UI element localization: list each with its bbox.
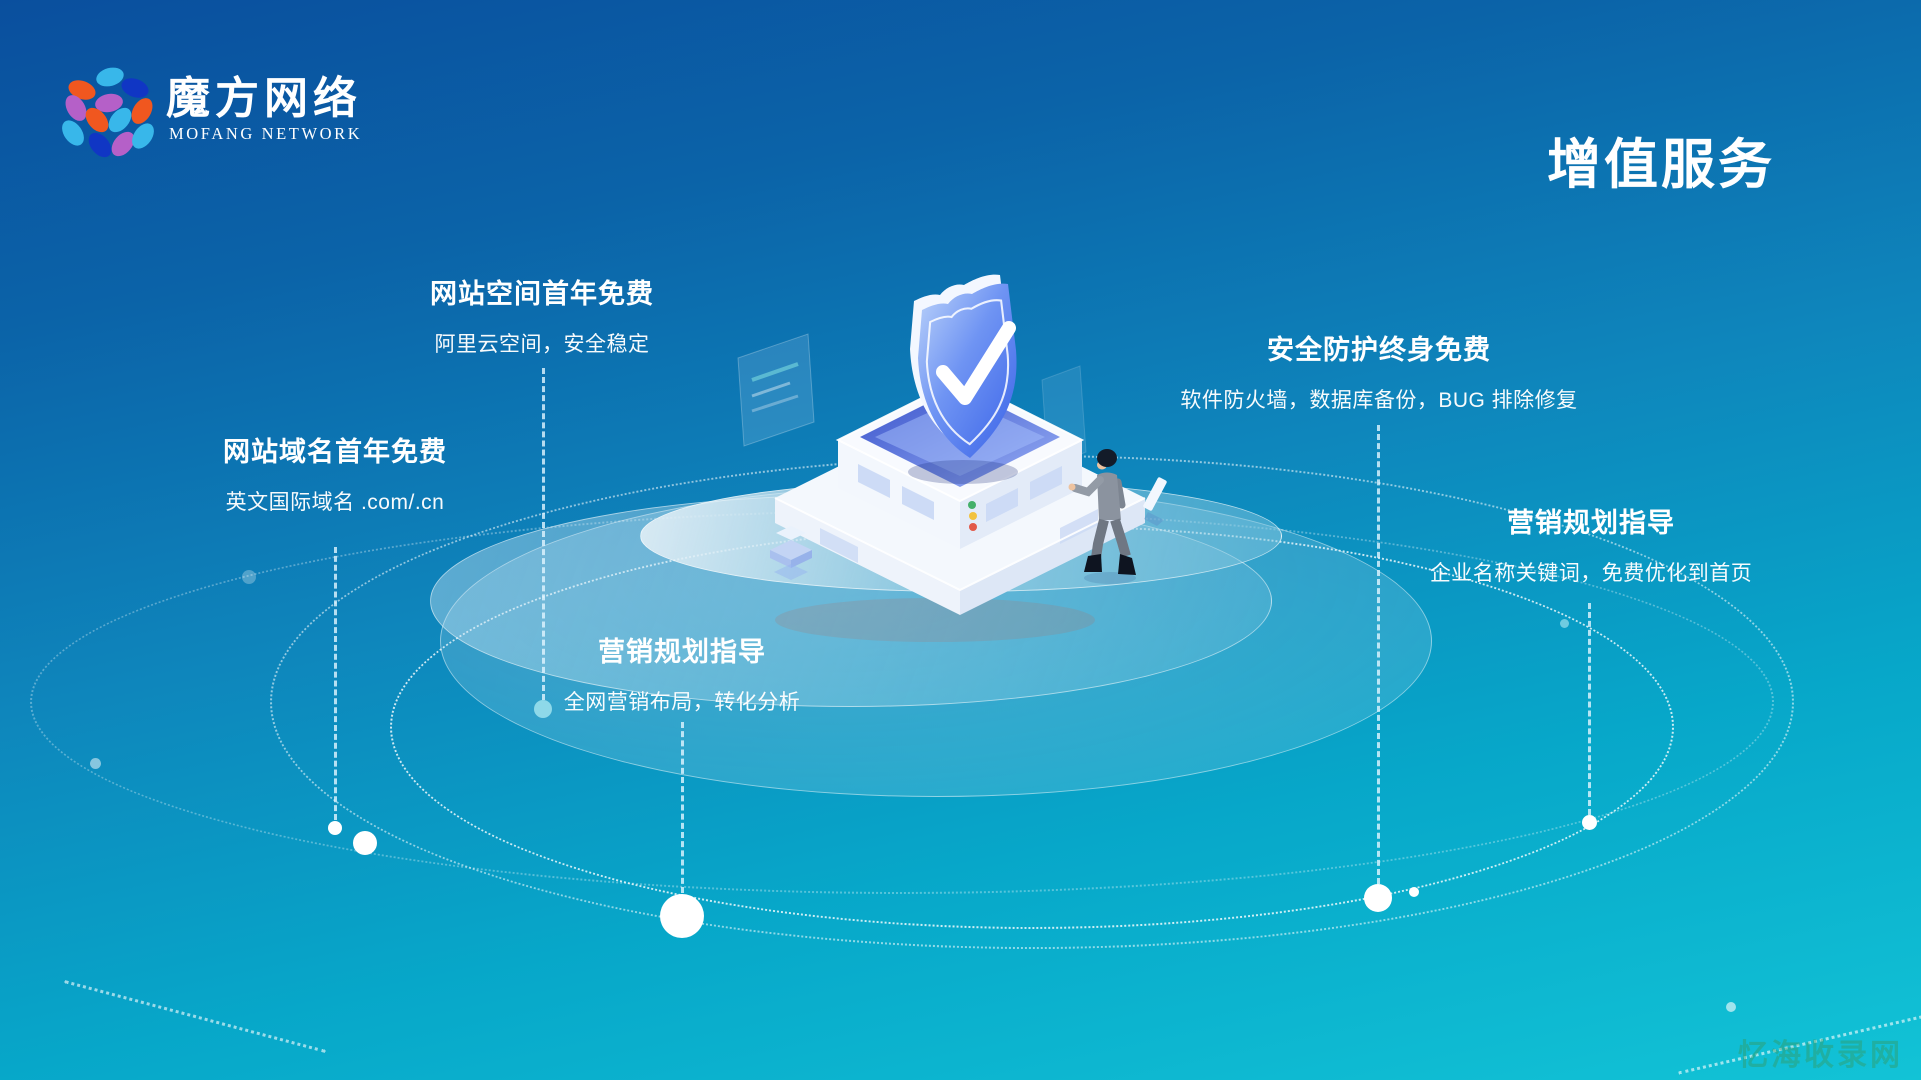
mofang-logo-icon xyxy=(57,56,159,162)
orbit-dot-faint xyxy=(242,570,256,584)
callout-hosting-title: 网站空间首年免费 xyxy=(430,279,654,309)
callout-security: 安全防护终身免费 软件防火墙，数据库备份，BUG 排除修复 xyxy=(1079,328,1679,414)
callout-marketing-bottom-desc: 全网营销布局，转化分析 xyxy=(563,691,801,714)
checkmark-icon xyxy=(936,321,1016,405)
callout-marketing-right: 营销规划指导 企业名称关键词，免费优化到首页 xyxy=(1291,501,1891,587)
small-cube-stack xyxy=(770,526,812,580)
callout-domain-title: 网站域名首年免费 xyxy=(223,437,447,467)
orbit-dot-medium xyxy=(353,831,377,855)
connector-security xyxy=(1377,425,1380,884)
orbit-dot-marketing xyxy=(1582,815,1597,830)
callout-hosting-desc: 阿里云空间，安全稳定 xyxy=(434,333,650,356)
orbit-dot-large-right xyxy=(1364,884,1392,912)
callout-domain-desc: 英文国际域名 .com/.cn xyxy=(225,491,445,514)
orbit-dot-small xyxy=(328,821,342,835)
orbit-dot-faint xyxy=(90,758,101,769)
callout-hosting: 网站空间首年免费 阿里云空间，安全稳定 xyxy=(242,272,842,358)
orbit-dot-small xyxy=(1409,887,1419,897)
sign-on-disc xyxy=(1143,477,1167,526)
connector-marketing-bottom xyxy=(681,722,684,893)
security-platform-illustration xyxy=(737,274,1167,642)
callout-marketing-bottom-title: 营销规划指导 xyxy=(598,637,766,667)
logo-dot xyxy=(127,119,159,153)
callout-security-title: 安全防护终身免费 xyxy=(1267,335,1491,365)
pedestal-shadow xyxy=(775,598,1095,642)
status-indicator-dots xyxy=(968,501,977,531)
brand-name: 魔方网络 xyxy=(166,74,362,123)
callout-marketing-right-title: 营销规划指导 xyxy=(1507,508,1675,538)
watermark: 忆海收录网 xyxy=(1738,1039,1903,1072)
walking-person xyxy=(1068,449,1136,584)
connector-marketing-right xyxy=(1588,603,1591,815)
connector-domain xyxy=(334,547,337,820)
shield-check-icon xyxy=(908,274,1018,484)
orbit-dot-faint xyxy=(1726,1002,1736,1012)
connector-hosting xyxy=(542,368,545,700)
callout-security-desc: 软件防火墙，数据库备份，BUG 排除修复 xyxy=(1180,389,1578,412)
glass-document-panel xyxy=(737,333,815,447)
orbit-dot-teal xyxy=(534,700,552,718)
orbit-arc-bottom-left xyxy=(64,980,326,1053)
callout-marketing-bottom: 营销规划指导 全网营销布局，转化分析 xyxy=(382,630,982,716)
logo-dot xyxy=(127,94,157,128)
callout-marketing-right-desc: 企业名称关键词，免费优化到首页 xyxy=(1429,562,1753,585)
callout-domain: 网站域名首年免费 英文国际域名 .com/.cn xyxy=(35,430,635,516)
brand-name-en: MOFANG NETWORK xyxy=(169,124,363,143)
page-title: 增值服务 xyxy=(1547,135,1775,195)
logo-dot xyxy=(57,116,89,150)
orbit-dot-teal-small xyxy=(1560,619,1569,628)
orbit-dot-large-left xyxy=(660,894,704,938)
